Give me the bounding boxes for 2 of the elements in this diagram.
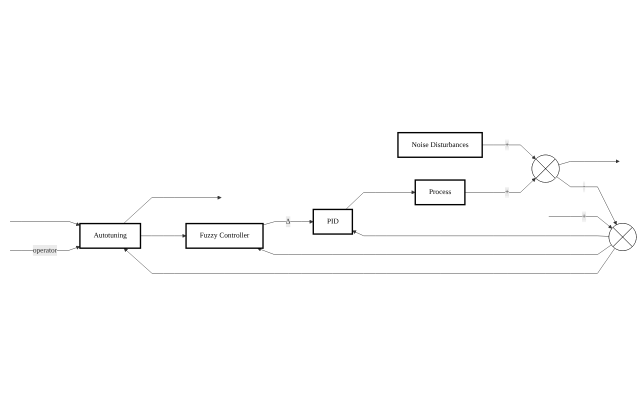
summing-junction-symbol [532,154,560,183]
summing-junction-symbol [608,223,637,251]
